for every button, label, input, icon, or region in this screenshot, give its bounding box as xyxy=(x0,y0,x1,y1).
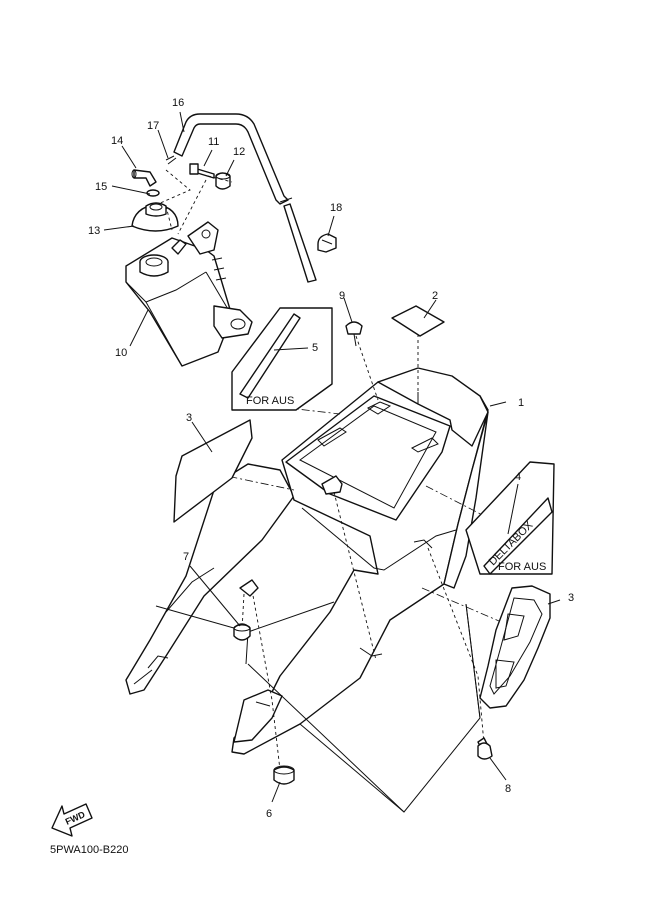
deltabox-decal-box: DELTABOX xyxy=(465,461,555,575)
reservoir-cap xyxy=(131,202,179,232)
leader-lines xyxy=(103,111,561,803)
grommet-6 xyxy=(273,765,295,785)
note-for-aus-4: FOR AUS xyxy=(498,561,546,573)
note-for-aus-5: FOR AUS xyxy=(246,395,294,407)
callout-13: 13 xyxy=(88,225,100,237)
callout-15: 15 xyxy=(95,181,107,193)
hose-elbow-14 xyxy=(131,169,157,187)
seat-cowling xyxy=(125,367,489,755)
breather-hose-16 xyxy=(173,113,317,283)
callout-1: 1 xyxy=(518,397,524,409)
callout-4: 4 xyxy=(515,471,521,483)
callout-3-left: 3 xyxy=(186,412,192,424)
seat-decal-box xyxy=(231,307,333,411)
callout-18: 18 xyxy=(330,202,342,214)
callout-8: 8 xyxy=(505,783,511,795)
callout-11: 11 xyxy=(208,136,219,148)
undertray-phantom xyxy=(155,601,481,813)
callout-9: 9 xyxy=(339,290,345,302)
callout-17: 17 xyxy=(147,120,159,132)
grommet-7 xyxy=(233,623,251,641)
r1-decal-3 xyxy=(479,585,551,709)
callout-labels: 1 2 3 3 4 5 6 7 8 9 10 11 12 13 14 15 16… xyxy=(88,97,574,820)
diagram-code: 5PWA100-B220 xyxy=(50,844,128,856)
side-panel-3-left xyxy=(173,419,253,523)
callout-12: 12 xyxy=(233,146,245,158)
reservoir-tank xyxy=(125,221,253,367)
fwd-arrow-icon: FWD xyxy=(51,803,93,837)
clamp-18 xyxy=(317,233,337,253)
screw-9 xyxy=(345,321,363,347)
callout-16: 16 xyxy=(172,97,184,109)
callout-3-right: 3 xyxy=(568,592,574,604)
callout-10: 10 xyxy=(115,347,127,359)
callout-7: 7 xyxy=(183,551,189,563)
clip-15 xyxy=(146,189,160,197)
callout-5: 5 xyxy=(312,342,318,354)
bolt-11 xyxy=(189,163,215,179)
collar-12 xyxy=(215,172,231,190)
pad-2 xyxy=(391,305,445,337)
clip-17 xyxy=(165,155,177,165)
callout-6: 6 xyxy=(266,808,272,820)
clip-front xyxy=(239,579,259,597)
callout-14: 14 xyxy=(111,135,123,147)
bolt-8 xyxy=(477,737,493,760)
callout-2: 2 xyxy=(432,290,438,302)
